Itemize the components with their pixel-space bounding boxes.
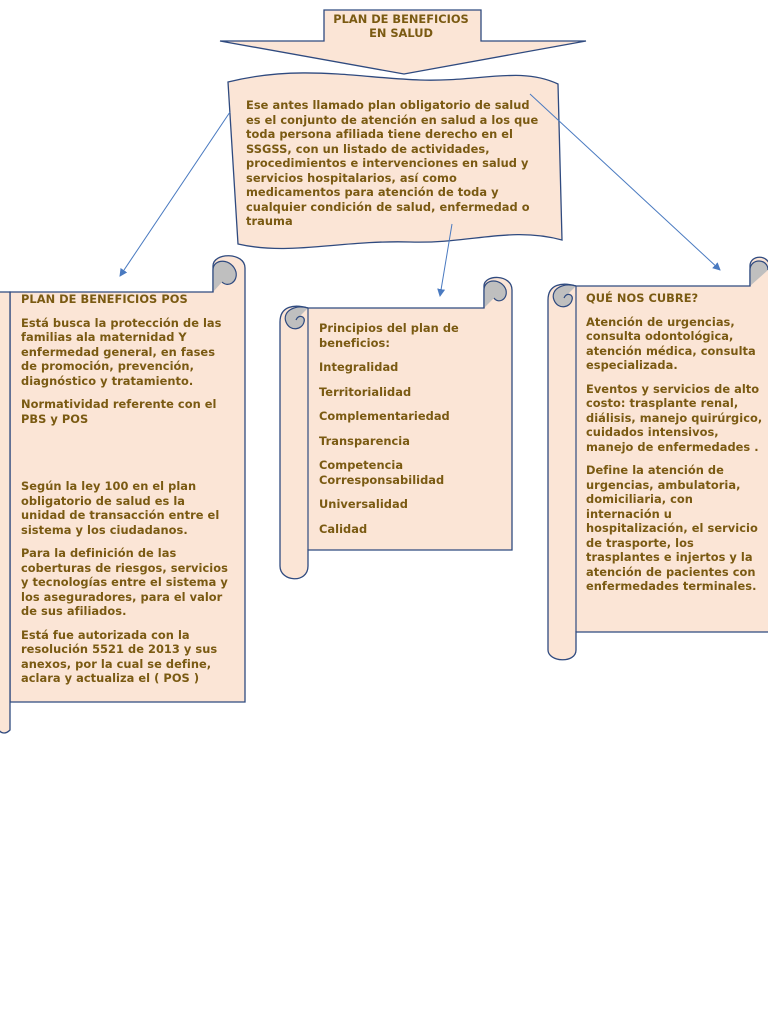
pos-scroll-content: PLAN DE BENEFICIOS POS Está busca la pro… xyxy=(21,292,233,695)
pos-paragraph-coverage-definition: Para la definición de las coberturas de … xyxy=(21,546,228,618)
pos-scroll-title: PLAN DE BENEFICIOS POS xyxy=(21,292,188,306)
principles-heading: Principios del plan de beneficios: xyxy=(319,321,459,350)
principle-item: Calidad xyxy=(319,521,368,536)
pos-paragraph-law-100: Según la ley 100 en el plan obligatorio … xyxy=(21,479,220,537)
pos-paragraph-regulation: Normatividad referente con el PBS y POS xyxy=(21,397,217,426)
principle-item: Complementariedad xyxy=(319,409,450,423)
principle-item: Transparencia xyxy=(319,433,410,448)
coverage-scroll-title: QUÉ NOS CUBRE? xyxy=(586,291,699,305)
connector-arrow-left xyxy=(119,111,231,277)
pos-paragraph-protection: Está busca la protección de las familias… xyxy=(21,315,222,388)
pos-paragraph-resolution: Está fue autorizada con la resolución 55… xyxy=(21,627,218,686)
principle-item: Universalidad xyxy=(319,497,408,511)
connector-arrow-center xyxy=(437,223,453,297)
coverage-paragraph-attention: Define la atención de urgencias, ambulat… xyxy=(586,463,758,593)
definition-text: Ese antes llamado plan obligatorio de sa… xyxy=(246,98,546,229)
principles-scroll xyxy=(279,276,513,580)
banner-title: PLAN DE BENEFICIOS EN SALUD xyxy=(333,12,469,40)
principle-item: Integralidad xyxy=(319,360,399,374)
coverage-paragraph-high-cost: Eventos y servicios de alto costo: trasp… xyxy=(586,381,763,454)
coverage-scroll xyxy=(547,256,768,661)
principle-item: Territorialidad xyxy=(319,384,412,399)
pos-scroll xyxy=(0,255,246,734)
connector-arrow-right xyxy=(529,93,721,271)
principles-scroll-content: Principios del plan de beneficios: Integ… xyxy=(319,321,499,546)
definition-wave-card xyxy=(227,72,563,250)
definition-paragraph: Ese antes llamado plan obligatorio de sa… xyxy=(246,98,539,228)
coverage-scroll-content: QUÉ NOS CUBRE? Atención de urgencias, co… xyxy=(586,291,764,603)
coverage-paragraph-urgencies: Atención de urgencias, consulta odontoló… xyxy=(586,314,756,373)
principle-item: Competencia Corresponsabilidad xyxy=(319,458,445,487)
title-banner-arrow xyxy=(219,9,587,75)
